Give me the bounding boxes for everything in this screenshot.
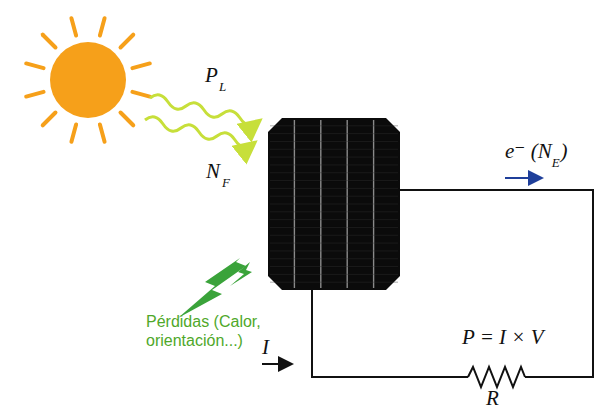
loss-note: Pérdidas (Calor, orientación...): [146, 312, 296, 350]
symbol-label: P = I × V: [462, 326, 544, 349]
symbol-label: N: [206, 160, 220, 183]
current-arrow: [262, 363, 290, 365]
wire: [312, 290, 468, 377]
solar-cell: [268, 118, 400, 290]
light-ray: [145, 117, 253, 147]
wire: [398, 190, 593, 377]
loss-bolt: [178, 258, 246, 318]
symbol-label: ): [561, 140, 568, 163]
symbol-label: I: [262, 336, 269, 359]
resistor-symbol: [468, 367, 525, 387]
light-ray: [150, 95, 258, 125]
symbol-label: e⁻ (N: [505, 140, 552, 163]
symbol-label: P: [205, 64, 218, 87]
electron-arrow: [505, 177, 540, 179]
loss-bolt: [230, 262, 252, 286]
symbol-label: L: [219, 80, 226, 94]
symbol-label: R: [486, 387, 499, 410]
symbol-label: E: [552, 156, 560, 170]
symbol-label: F: [222, 176, 230, 190]
sun: [26, 18, 150, 142]
